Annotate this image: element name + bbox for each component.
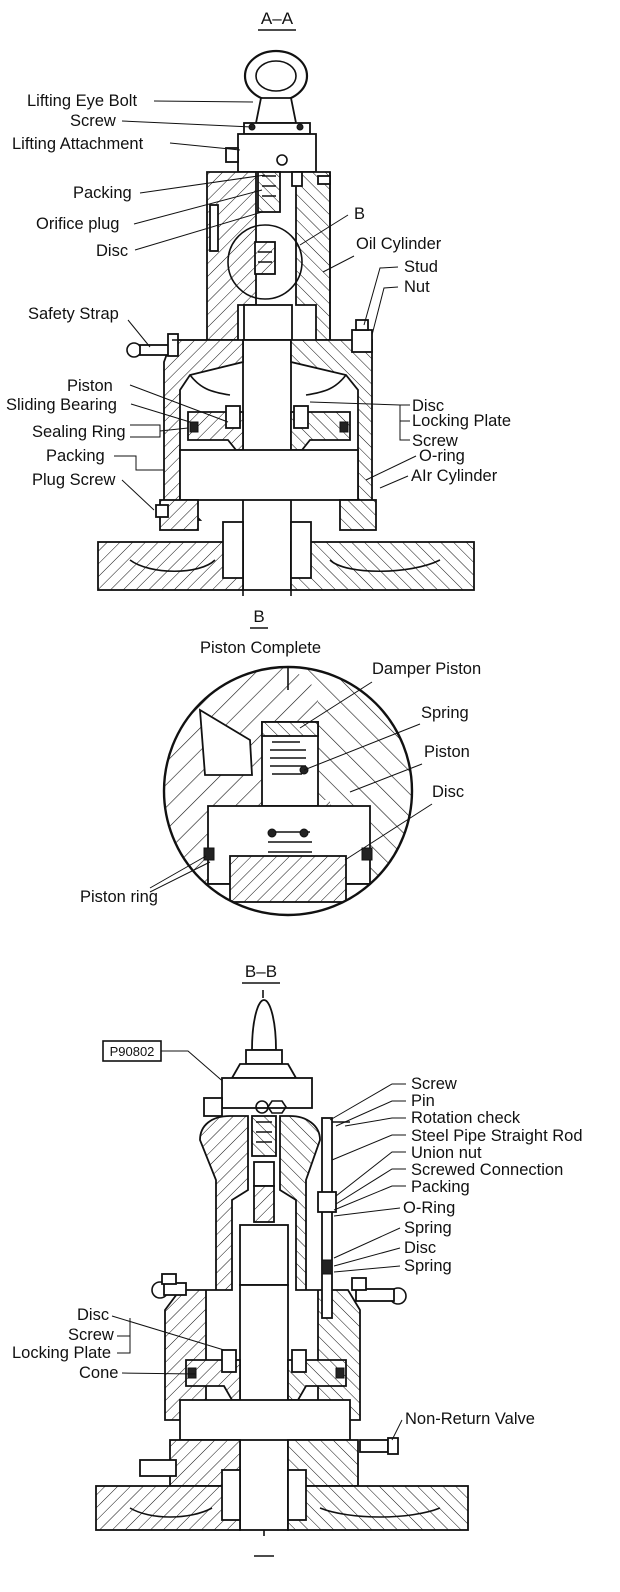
- label-spring-detail: Spring: [421, 704, 469, 722]
- label-lifting-attachment: Lifting Attachment: [12, 135, 144, 153]
- top-handle: [251, 999, 277, 1051]
- label-steel-pipe: Steel Pipe Straight Rod: [411, 1127, 583, 1145]
- base-flange-right: [290, 541, 475, 591]
- label-screw-bb: Screw: [411, 1075, 457, 1093]
- detail-b: B Piston Complete: [80, 607, 481, 917]
- base-flange-right-bb: [287, 1485, 469, 1531]
- label-damper-piston: Damper Piston: [372, 660, 481, 678]
- detail-b-leaders: [149, 681, 433, 893]
- base-flange-left-bb: [95, 1485, 241, 1531]
- label-plug-screw: Plug Screw: [32, 471, 116, 489]
- section-aa-leaders: [114, 100, 417, 511]
- steel-pipe-straight-rod: [321, 1117, 333, 1319]
- label-disc-detail: Disc: [432, 783, 464, 801]
- section-aa-drawing: [97, 49, 475, 596]
- label-locking-plate: Locking Plate: [412, 412, 511, 430]
- eye-bolt-neck: [254, 97, 298, 124]
- non-return-valve: [359, 1439, 389, 1453]
- label-screw-left-bb: Screw: [68, 1326, 114, 1344]
- label-spring-2: Spring: [404, 1257, 452, 1275]
- eye-bolt-ring: [243, 49, 309, 103]
- orifice-plug-part: [257, 171, 281, 213]
- detail-b-subtitle: Piston Complete: [200, 639, 321, 657]
- label-oil-cylinder: Oil Cylinder: [356, 235, 442, 253]
- label-orifice-plug: Orifice plug: [36, 215, 119, 233]
- label-lifting-eye-bolt: Lifting Eye Bolt: [27, 92, 137, 110]
- section-aa-title: A–A: [261, 9, 294, 28]
- label-rotation-check: Rotation check: [411, 1109, 521, 1127]
- label-packing-bb: Packing: [411, 1178, 470, 1196]
- label-safety-strap: Safety Strap: [28, 305, 119, 323]
- detail-b-title: B: [253, 607, 264, 626]
- label-locking-plate-bb: Locking Plate: [12, 1344, 111, 1362]
- label-cone: Cone: [79, 1364, 118, 1382]
- label-disc-right: Disc: [412, 397, 444, 415]
- section-bb-leaders: [111, 1083, 406, 1441]
- label-piston-detail: Piston: [424, 743, 470, 761]
- label-o-ring: O-ring: [419, 447, 465, 465]
- label-sliding-bearing: Sliding Bearing: [6, 396, 117, 414]
- label-non-return-valve: Non-Return Valve: [405, 1410, 535, 1428]
- lifting-attachment-block: [237, 133, 317, 173]
- piston-ring-left: [203, 847, 215, 861]
- disc-part: [229, 855, 347, 903]
- piston-ring-right: [361, 847, 373, 861]
- label-nut: Nut: [404, 278, 430, 296]
- detail-b-marker-circle: [227, 224, 303, 300]
- upper-spring: [270, 741, 306, 775]
- label-air-cylinder: AIr Cylinder: [411, 467, 498, 485]
- section-bb-title: B–B: [245, 962, 277, 981]
- label-pin: Pin: [411, 1092, 435, 1110]
- label-piston: Piston: [67, 377, 113, 395]
- label-disc-right-bb: Disc: [404, 1239, 436, 1257]
- stud-nut: [351, 329, 373, 353]
- section-aa: A–A: [6, 9, 511, 596]
- label-screw-right: Screw: [412, 432, 458, 450]
- label-screw-top: Screw: [70, 112, 116, 130]
- label-union-nut: Union nut: [411, 1144, 482, 1162]
- part-number: P90802: [110, 1044, 155, 1059]
- label-packing-low: Packing: [46, 447, 105, 465]
- label-disc-top: Disc: [96, 242, 128, 260]
- base-flange-left: [97, 541, 244, 591]
- label-disc-left-bb: Disc: [77, 1306, 109, 1324]
- label-detail-b-ref: B: [354, 205, 365, 223]
- safety-strap-ring: [126, 342, 142, 358]
- detail-b-circle: [162, 665, 414, 917]
- label-sealing-ring: Sealing Ring: [32, 423, 126, 441]
- label-stud: Stud: [404, 258, 438, 276]
- section-bb-drawing: [95, 999, 469, 1557]
- label-packing-top: Packing: [73, 184, 132, 202]
- label-spring-1: Spring: [404, 1219, 452, 1237]
- label-o-ring-bb: O-Ring: [403, 1199, 455, 1217]
- section-bb: B–B P90802: [12, 962, 583, 1557]
- label-piston-ring: Piston ring: [80, 888, 158, 906]
- label-screwed-connection: Screwed Connection: [411, 1161, 563, 1179]
